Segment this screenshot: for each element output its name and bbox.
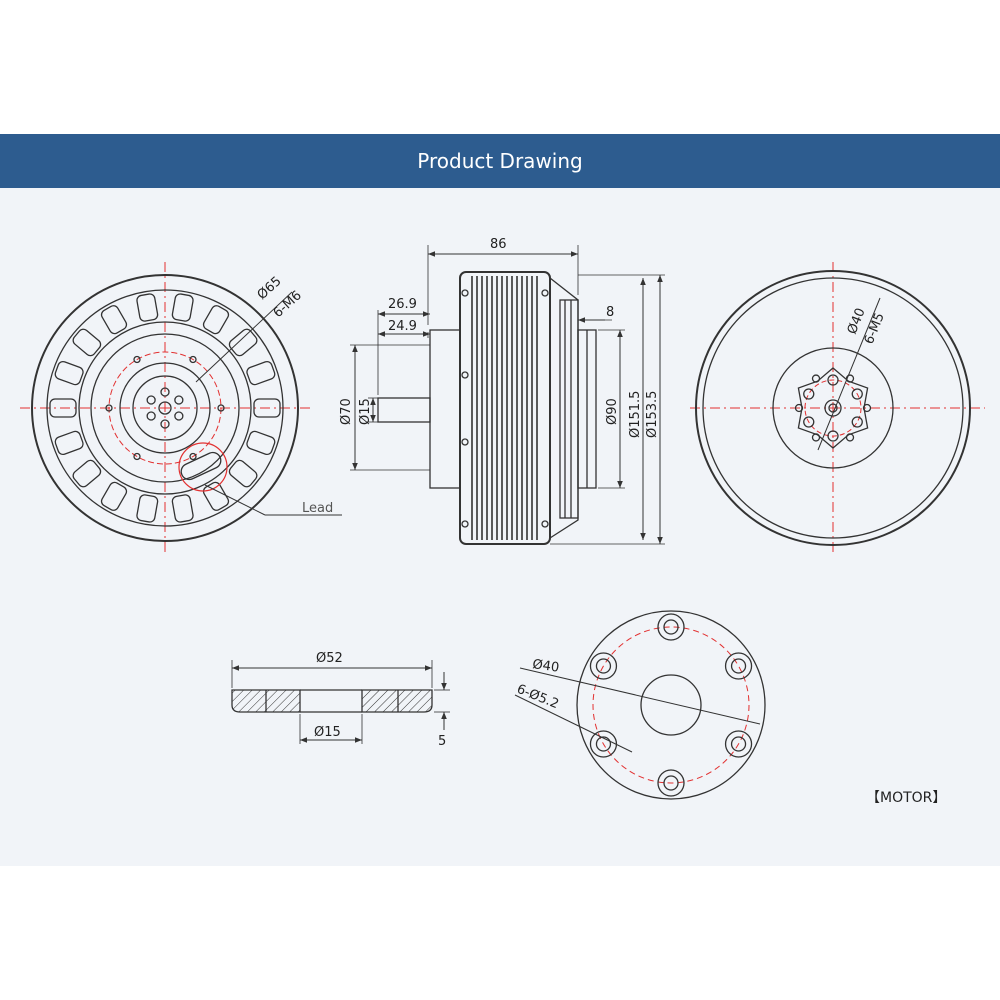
- adapter-outer-dia-label: Ø52: [316, 651, 343, 666]
- hub-hole: [146, 395, 156, 405]
- page-title: Product Drawing: [417, 149, 583, 173]
- rear-view: [690, 262, 985, 555]
- hub-hole: [160, 387, 170, 397]
- fin-slot: [246, 360, 276, 386]
- plan-bolt-circle-label: Ø40: [531, 657, 560, 676]
- fin-slot: [100, 305, 128, 335]
- side-view: [350, 245, 665, 545]
- bolt-hole: [133, 355, 141, 364]
- rear-hole-small: [811, 433, 821, 442]
- adapter-plan-holes: [589, 613, 753, 797]
- plan-hole-inner: [663, 775, 679, 791]
- plan-hole-outer: [724, 730, 753, 758]
- shaft-len-2-label: 24.9: [388, 319, 417, 334]
- rear-hole-small: [845, 374, 855, 383]
- page-header: Product Drawing: [0, 134, 1000, 188]
- length-label: 86: [490, 237, 507, 252]
- motor-tag: 【MOTOR】: [866, 790, 946, 806]
- front-cooling-fins: [49, 293, 281, 523]
- bolt-hole: [189, 452, 197, 461]
- rear-hole-small: [845, 433, 855, 442]
- adapter-bore-dia-label: Ø15: [314, 725, 341, 740]
- front-mount-holes: [105, 355, 225, 461]
- fin-slot: [246, 430, 276, 456]
- fin-slot: [136, 494, 159, 523]
- rear-hole: [803, 388, 815, 400]
- fin-slot: [202, 305, 230, 335]
- shaft-len-1-label: 26.9: [388, 297, 417, 312]
- plan-hole-outer: [657, 613, 685, 641]
- hub-hole: [160, 419, 170, 429]
- fin-slot: [228, 459, 258, 488]
- rear-hole: [827, 374, 839, 386]
- dia-151-label: Ø151.5: [628, 391, 643, 438]
- side-cooling-fins: [471, 276, 538, 540]
- plan-holes-label: 6-Ø5.2: [515, 682, 561, 712]
- bolt-hole: [217, 404, 225, 412]
- dia-70-label: Ø70: [339, 398, 354, 425]
- fin-slot: [171, 293, 194, 322]
- fin-slot: [100, 481, 128, 511]
- fin-slot: [202, 481, 230, 511]
- rear-hole: [803, 416, 815, 428]
- plan-hole-inner: [595, 736, 612, 752]
- plan-hole-inner: [730, 736, 747, 752]
- rear-hole-small: [811, 374, 821, 383]
- fin-slot: [228, 328, 258, 357]
- hub-hole: [146, 411, 156, 421]
- bolt-hole: [189, 355, 197, 364]
- hub-hole: [174, 395, 184, 405]
- lead-label: Lead: [302, 501, 333, 516]
- front-bolt-circle-label: Ø65: [255, 274, 285, 303]
- front-thread-label: 6-M6: [271, 288, 305, 321]
- rear-hole-small: [862, 403, 872, 413]
- fin-slot: [72, 328, 102, 357]
- adapter-dimension-lines: [231, 660, 450, 744]
- fin-slot: [54, 360, 84, 386]
- dia-153-label: Ø153.5: [645, 391, 660, 438]
- fin-slot: [49, 398, 77, 418]
- plan-hole-inner: [595, 658, 612, 674]
- dia-15-label: Ø15: [358, 398, 373, 425]
- rear-hole-small: [794, 403, 804, 413]
- rear-hub-boss: [797, 367, 869, 449]
- rear-hole: [827, 430, 839, 442]
- plan-hole-outer: [657, 769, 685, 797]
- plan-hole-outer: [589, 652, 618, 680]
- front-view: [20, 262, 342, 555]
- adapter-plan: [514, 610, 766, 800]
- fin-slot: [54, 430, 84, 456]
- plan-hole-inner: [730, 658, 747, 674]
- dia-90-label: Ø90: [605, 398, 620, 425]
- bolt-hole: [105, 404, 113, 412]
- plan-hole-inner: [663, 619, 679, 635]
- rear-hole: [851, 416, 863, 428]
- plan-hole-outer: [724, 652, 753, 680]
- bolt-hole: [133, 452, 141, 461]
- hub-hole: [174, 411, 184, 421]
- fin-slot: [253, 398, 281, 418]
- fin-slot: [136, 293, 159, 322]
- flange-thk-label: 8: [606, 305, 614, 320]
- rear-mount-holes: [794, 374, 872, 442]
- fin-slot: [171, 494, 194, 523]
- adapter-section: [231, 689, 433, 713]
- rear-hole: [851, 388, 863, 400]
- adapter-thickness-label: 5: [438, 734, 446, 749]
- fin-slot: [72, 459, 102, 488]
- side-dimension-lines: [352, 251, 663, 544]
